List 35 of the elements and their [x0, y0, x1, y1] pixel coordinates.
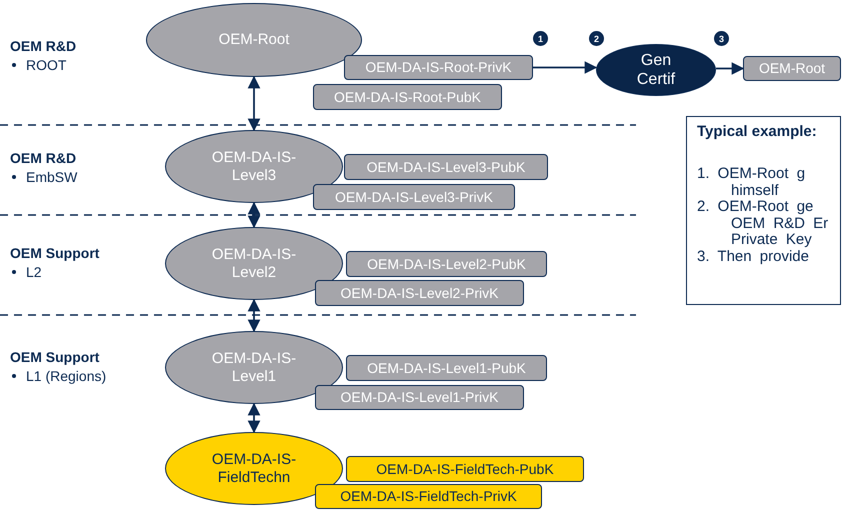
key-box: OEM-DA-IS-Root-PrivK [344, 55, 533, 80]
key-box: OEM-Root [743, 56, 841, 81]
group-heading: OEM Support [10, 349, 100, 365]
callout-number: 2 [589, 31, 604, 46]
arrow [248, 202, 260, 228]
process-ellipse: Gen Certif [596, 44, 716, 96]
arrow [248, 402, 260, 434]
key-box: OEM-DA-IS-FieldTech-PrivK [315, 484, 542, 509]
group-heading: OEM R&D [10, 150, 78, 166]
arrow [533, 61, 598, 74]
key-box: OEM-DA-IS-Root-PubK [313, 84, 502, 110]
group-heading: OEM Support [10, 245, 100, 261]
list-item: 3. Then provide [697, 248, 810, 265]
entity-ellipse: OEM-Root [146, 3, 362, 77]
list-item: 2. OEM-Root ge OEM R&D Er Private Key [697, 199, 830, 248]
key-box: OEM-DA-IS-Level2-PubK [346, 251, 547, 277]
key-box: OEM-DA-IS-Level1-PubK [346, 355, 547, 381]
key-box: OEM-DA-IS-Level1-PrivK [315, 385, 524, 410]
key-box: OEM-DA-IS-Level3-PubK [344, 154, 548, 180]
note-box [686, 116, 841, 305]
group-item: L2 [26, 264, 42, 280]
key-box: OEM-DA-IS-FieldTech-PubK [346, 456, 584, 482]
note-title: Typical example: [697, 123, 818, 140]
arrow [248, 76, 260, 132]
callout-number: 1 [533, 31, 548, 46]
group-item: EmbSW [26, 169, 78, 185]
group-heading: OEM R&D [10, 38, 76, 54]
key-box: OEM-DA-IS-Level2-PrivK [315, 280, 524, 306]
group-item: L1 (Regions) [26, 368, 106, 384]
group-item: ROOT [26, 57, 66, 73]
arrow [716, 62, 744, 75]
callout-number: 3 [714, 31, 729, 46]
list-item: 1. OEM-Root g himself [697, 166, 806, 199]
key-box: OEM-DA-IS-Level3-PrivK [313, 184, 515, 210]
arrow [248, 298, 260, 332]
